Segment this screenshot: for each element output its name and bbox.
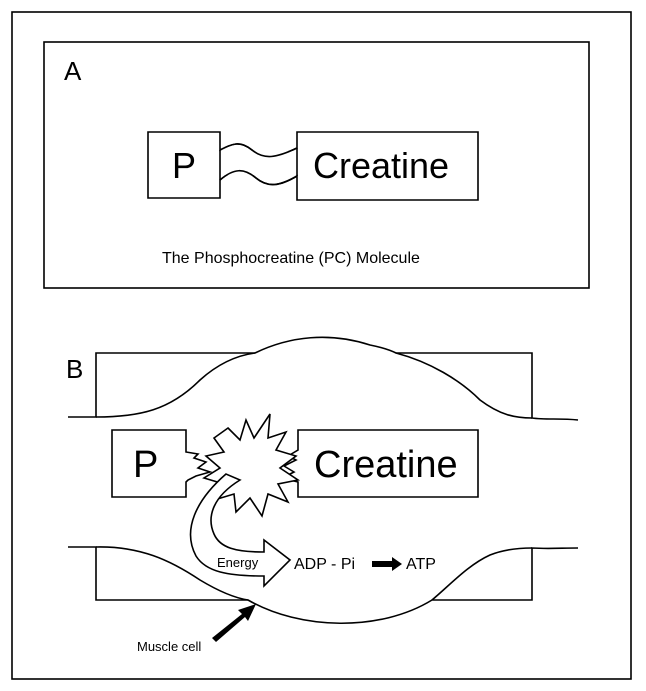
- panel-b: B P Creatine Energy ADP - Pi ATP Muscle …: [66, 336, 579, 654]
- panel-a-caption: The Phosphocreatine (PC) Molecule: [162, 250, 420, 267]
- muscle-cell-bottom-outline: [68, 546, 579, 624]
- muscle-cell-pointer-arrow: [212, 604, 256, 642]
- panel-b-phosphate-label: P: [133, 444, 158, 486]
- panel-a-label: A: [64, 56, 82, 86]
- panel-a-creatine-label: Creatine: [313, 145, 449, 186]
- energy-arrow: [189, 473, 292, 588]
- bond-break-burst: [202, 413, 301, 518]
- reaction-reactant: ADP - Pi: [294, 556, 355, 573]
- muscle-cell-label: Muscle cell: [137, 639, 201, 654]
- panel-b-phosphate-block: [111, 429, 213, 498]
- energy-label: Energy: [217, 555, 259, 570]
- panel-b-creatine-block: [279, 429, 479, 498]
- reaction-product: ATP: [406, 556, 436, 573]
- muscle-cell-top-outline: [68, 336, 579, 421]
- panel-b-label: B: [66, 354, 83, 384]
- panel-a-phosphate-label: P: [172, 145, 196, 186]
- panel-b-creatine-label: Creatine: [314, 444, 458, 486]
- reaction-arrow: [372, 557, 402, 571]
- panel-a: A P Creatine The Phosphocreatine (PC) Mo…: [43, 41, 590, 289]
